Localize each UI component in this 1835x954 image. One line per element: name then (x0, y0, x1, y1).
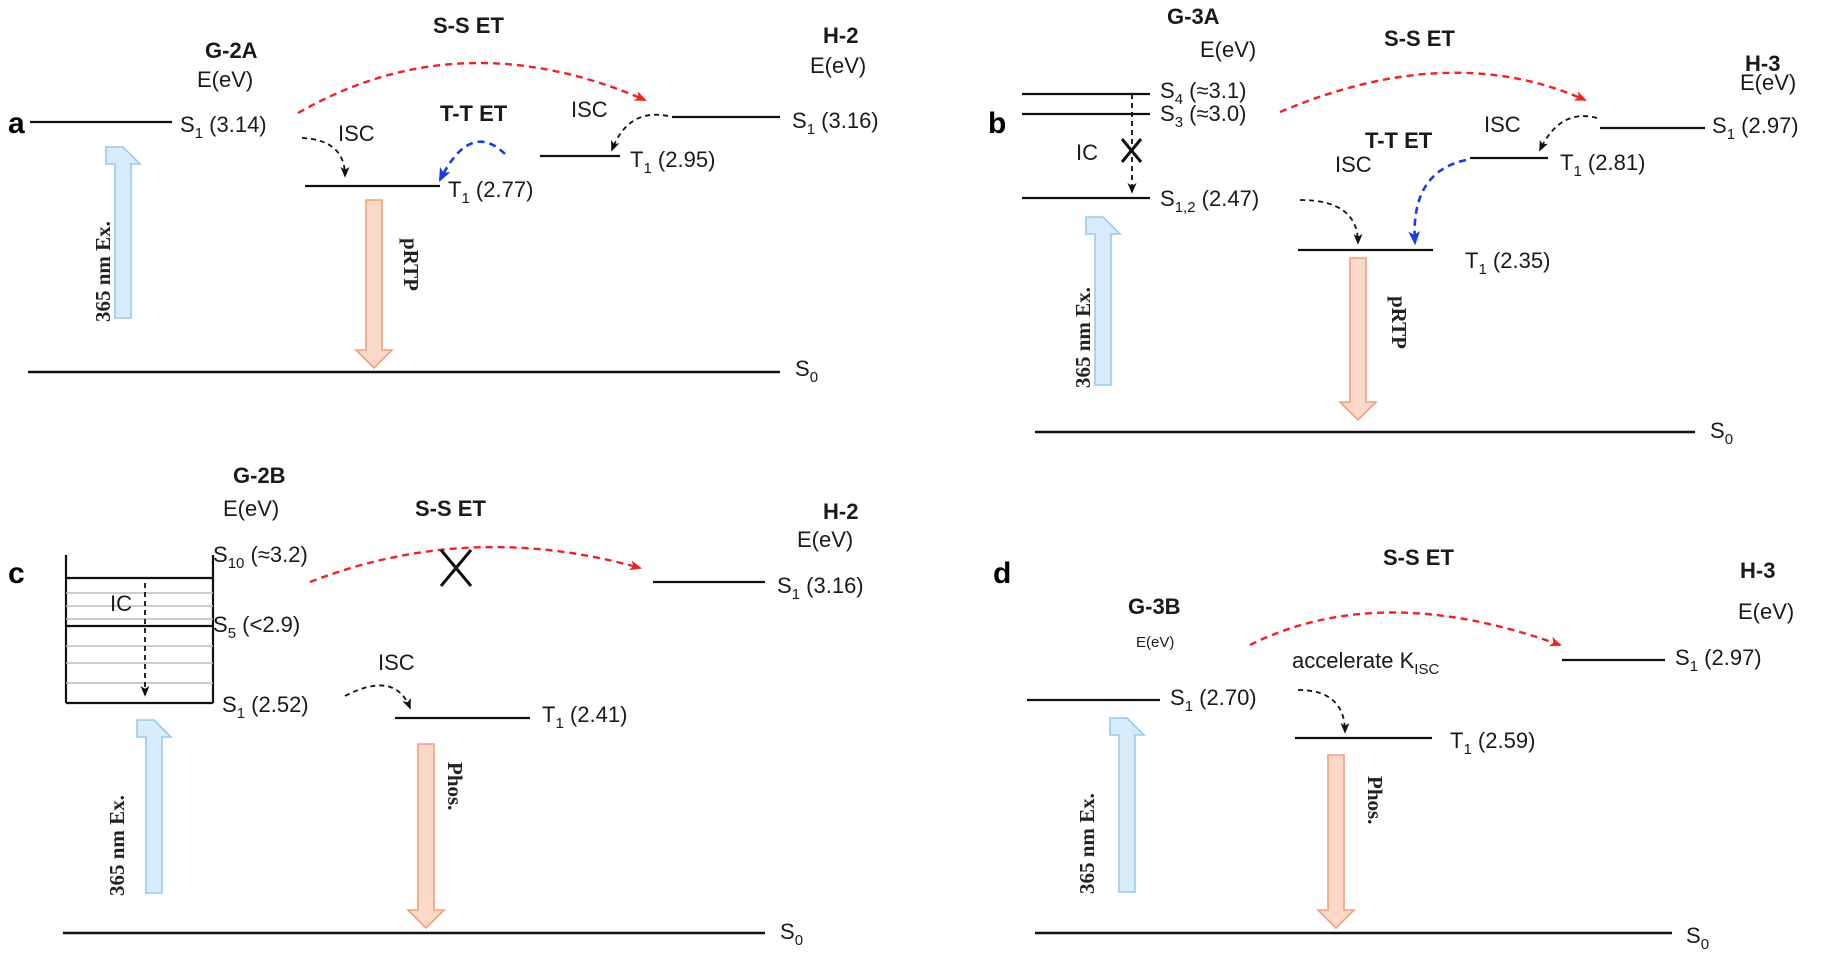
guest-t1-label-c: T1 (2.41) (542, 702, 627, 732)
guest-unit-b: E(eV) (1200, 37, 1256, 62)
excitation-label-c: 365 nm Ex. (105, 795, 129, 896)
ic-label-c: IC (110, 591, 132, 616)
guest-s12-label-b: S1,2 (2.47) (1160, 186, 1259, 216)
emission-arrow-c (406, 743, 446, 930)
panel-b: b G-3A E(eV) S-S ET H-3 E(eV) S4 (≈3.1) … (988, 4, 1799, 448)
guest-s5-label-c: S5 (<2.9) (213, 612, 300, 642)
ttet-label-b: T-T ET (1365, 128, 1433, 153)
ttet-arrow-a (438, 140, 506, 183)
panel-c: c G-2B E(eV) S-S ET H-2 E(eV) IC S10 (≈3… (8, 463, 864, 949)
ground-label-d: S0 (1686, 923, 1709, 953)
isc-arrow-host-a (611, 113, 669, 152)
guest-unit-a: E(eV) (197, 67, 253, 92)
isc-arrow-c (344, 684, 411, 710)
panel-letter-c: c (8, 557, 25, 590)
emission-arrow-a (354, 199, 394, 370)
isc-label-host-b: ISC (1484, 112, 1521, 137)
host-unit-c: E(eV) (797, 527, 853, 552)
guest-t1-label-b: T1 (2.35) (1465, 248, 1550, 278)
isc-label-guest-a: ISC (338, 121, 375, 146)
guest-name-d: G-3B (1128, 594, 1181, 619)
sset-arrow-b (1279, 71, 1587, 114)
isc-label-c: ISC (378, 650, 415, 675)
accelerate-label-d: accelerate KISC (1292, 648, 1439, 678)
ttet-arrow-b (1408, 158, 1467, 246)
host-s1-label-a: S1 (3.16) (792, 108, 879, 138)
ic-label-b: IC (1076, 140, 1098, 165)
ttet-label-a: T-T ET (440, 101, 508, 126)
host-s1-label-d: S1 (2.97) (1675, 645, 1762, 675)
panel-a: a G-2A E(eV) S-S ET H-2 E(eV) S1 (3.14) … (8, 13, 879, 386)
sset-label-d: S-S ET (1383, 545, 1454, 570)
host-unit-d: E(eV) (1738, 599, 1794, 624)
excitation-label-d: 365 nm Ex. (1075, 793, 1099, 894)
guest-s1-label-d: S1 (2.70) (1170, 685, 1257, 715)
host-name-d: H-3 (1740, 558, 1775, 583)
guest-name-b: G-3A (1167, 4, 1220, 29)
emission-label-d: Phos. (1363, 776, 1387, 824)
guest-s3-label-b: S3 (≈3.0) (1160, 101, 1246, 131)
excitation-arrow-a (105, 146, 142, 319)
isc-arrow-guest-a (301, 137, 350, 178)
sset-arrow-c (309, 545, 642, 584)
isc-label-host-a: ISC (571, 97, 608, 122)
isc-arrow-guest-b (1299, 199, 1363, 245)
host-name-a: H-2 (823, 23, 858, 48)
guest-name-c: G-2B (233, 463, 286, 488)
excitation-arrow-c (136, 719, 173, 894)
guest-unit-c: E(eV) (223, 496, 279, 521)
host-name-b: H-3 (1745, 51, 1780, 76)
emission-label-c: Phos. (443, 762, 467, 810)
guest-s1-label-c: S1 (2.52) (222, 692, 309, 722)
guest-s1-label-a: S1 (3.14) (180, 112, 267, 142)
panel-letter-a: a (8, 107, 25, 140)
panel-d: d S-S ET G-3B E(eV) H-3 E(eV) S1 (2.70) … (993, 545, 1794, 953)
host-unit-a: E(eV) (810, 53, 866, 78)
isc-arrow-d (1297, 689, 1350, 734)
host-t1-label-a: T1 (2.95) (630, 147, 715, 177)
emission-label-a: pRTP (399, 238, 423, 291)
isc-arrow-host-b (1539, 115, 1598, 152)
sset-arrow-d (1249, 611, 1562, 647)
host-unit-b: E(eV) (1740, 70, 1796, 95)
ground-label-a: S0 (795, 356, 818, 386)
panel-letter-b: b (988, 107, 1006, 140)
host-s1-label-c: S1 (3.16) (777, 573, 864, 603)
guest-t1-label-a: T1 (2.77) (448, 177, 533, 207)
sset-label-b: S-S ET (1384, 26, 1455, 51)
host-name-c: H-2 (823, 499, 858, 524)
excitation-label-a: 365 nm Ex. (91, 221, 115, 322)
guest-name-a: G-2A (205, 38, 258, 63)
panel-letter-d: d (993, 557, 1011, 590)
emission-arrow-d (1316, 754, 1356, 930)
excitation-arrow-d (1109, 717, 1146, 893)
host-s1-label-b: S1 (2.97) (1712, 113, 1799, 143)
isc-label-guest-b: ISC (1335, 152, 1372, 177)
sset-label-a: S-S ET (433, 13, 504, 38)
sset-arrow-a (297, 61, 647, 115)
guest-t1-label-d: T1 (2.59) (1450, 728, 1535, 758)
sset-label-c: S-S ET (415, 496, 486, 521)
excitation-arrow-b (1085, 216, 1122, 386)
ground-label-c: S0 (780, 919, 803, 949)
ground-label-b: S0 (1710, 418, 1733, 448)
guest-unit-d: E(eV) (1136, 634, 1174, 651)
emission-arrow-b (1338, 257, 1378, 422)
host-t1-label-b: T1 (2.81) (1560, 150, 1645, 180)
guest-s10-label-c: S10 (≈3.2) (213, 542, 308, 572)
emission-label-b: pRTP (1387, 296, 1411, 349)
excitation-label-b: 365 nm Ex. (1071, 287, 1095, 388)
